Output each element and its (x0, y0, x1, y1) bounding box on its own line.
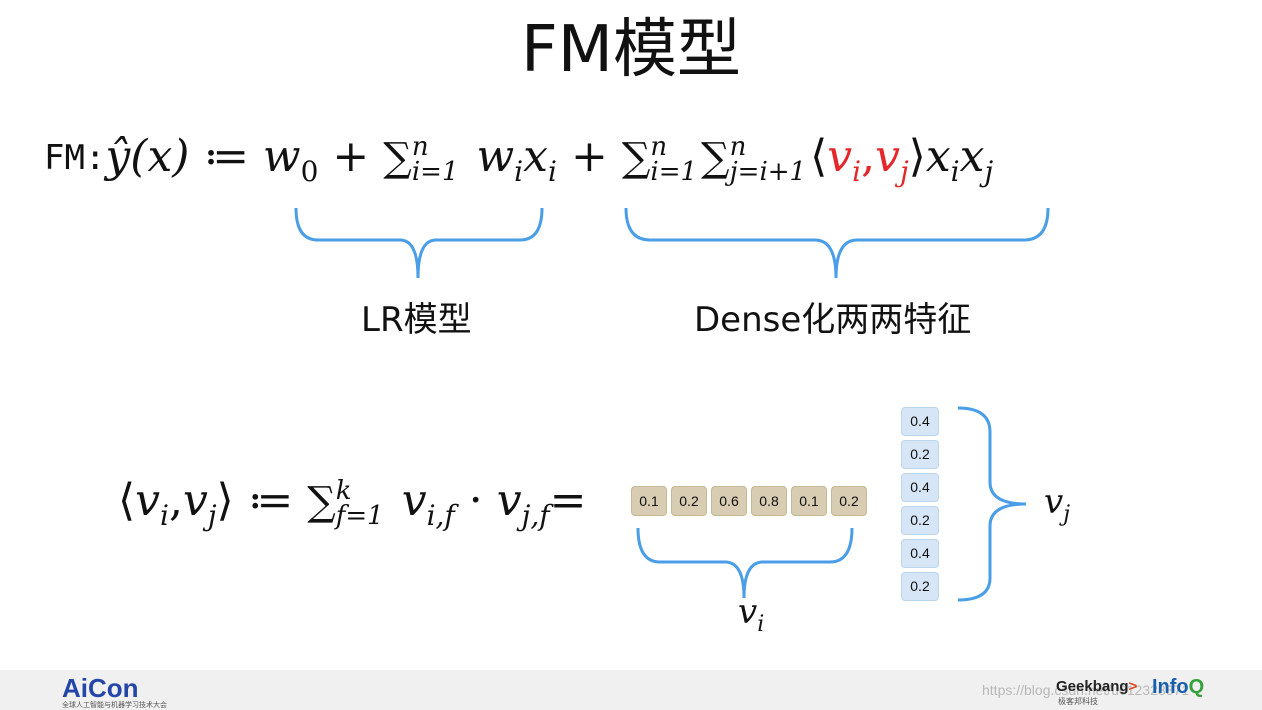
sum-2: ∑ (621, 135, 651, 181)
infoq-logo: InfoQ (1152, 676, 1204, 699)
eq2-assign: ≔ (247, 475, 294, 526)
inner-vi: v (827, 131, 853, 182)
vj-label-base: v (1044, 482, 1064, 522)
wi: w (476, 131, 515, 182)
vj-cell: 0.4 (901, 539, 939, 568)
lr-model-label: LR模型 (361, 300, 472, 340)
eq2-vjf-sub: j,f (521, 499, 550, 532)
geekbang-arrow-icon: > (1128, 678, 1138, 695)
vi-brace (636, 527, 854, 599)
eq2-sum: ∑ (307, 479, 336, 525)
inner-vj: v (875, 131, 900, 182)
eq2-sum-lower: f=1 (335, 500, 384, 531)
eq2-vi: v (135, 475, 161, 526)
geekbang-tagline: 极客邦科技 (1058, 697, 1098, 706)
pair-xi-sub: i (950, 155, 960, 188)
wi-sub: i (514, 155, 524, 188)
eq2-vi-sub: i (160, 499, 169, 532)
pair-xj-sub: j (984, 155, 994, 188)
vj-cell: 0.2 (901, 506, 939, 535)
plus-2: + (570, 131, 608, 182)
aicon-tagline: 全球人工智能与机器学习技术大会 (62, 701, 167, 709)
vi-cell: 0.2 (671, 486, 707, 516)
eq2-sum-upper: k (335, 475, 352, 506)
vj-cell: 0.4 (901, 473, 939, 502)
vj-cell: 0.2 (901, 572, 939, 601)
eq2-langle: ⟨ (118, 475, 136, 526)
inner-langle: ⟨ (810, 131, 828, 182)
eq2-vj: v (183, 475, 208, 526)
sum-3-lower: j=i+1 (729, 156, 807, 187)
footer-bar: AiCon 全球人工智能与机器学习技术大会 https://blog.csdn.… (0, 670, 1262, 710)
geekbang-name: Geekbang (1056, 678, 1129, 695)
vj-label-sub: j (1063, 502, 1071, 527)
inner-comma: , (861, 131, 876, 182)
geekbang-logo: Geekbang> (1056, 678, 1137, 695)
slide-title: FM模型 (520, 13, 742, 87)
vi-cell: 0.2 (831, 486, 867, 516)
fm-lhs: ŷ(x) (105, 131, 190, 182)
inner-vi-sub: i (852, 155, 862, 188)
w0-sub: 0 (300, 155, 319, 188)
xi-term: x (523, 131, 548, 182)
eq2-equals: = (549, 475, 587, 526)
vi-cell: 0.8 (751, 486, 787, 516)
dense-brace (624, 207, 1050, 279)
sum-1-upper: n (411, 131, 429, 162)
sum-3-upper: n (729, 131, 747, 162)
pair-xj: x (959, 131, 985, 182)
vi-label: vi (738, 592, 764, 637)
assign-symbol: ≔ (203, 131, 249, 182)
sum-1: ∑ (383, 135, 412, 181)
inner-rangle: ⟩ (908, 131, 926, 182)
inner-vj-sub: j (899, 155, 909, 188)
sum-2-lower: i=1 (650, 156, 698, 187)
sum-2-upper: n (650, 131, 668, 162)
lr-brace (294, 207, 544, 279)
eq2-vif: v (401, 475, 427, 526)
vi-label-sub: i (757, 612, 765, 637)
eq2-vj-sub: j (207, 499, 217, 532)
vi-vector: 0.1 0.2 0.6 0.8 0.1 0.2 (631, 486, 867, 516)
eq2-vjf: v (496, 475, 522, 526)
vi-cell: 0.1 (791, 486, 827, 516)
eq2-dot: · (468, 475, 483, 526)
infoq-q: Q (1188, 676, 1205, 698)
vi-cell: 0.6 (711, 486, 747, 516)
w0: w (262, 131, 301, 182)
vj-brace (957, 406, 1027, 602)
eq2-rangle: ⟩ (216, 475, 234, 526)
blog-watermark: https://blog.csdn.net/u012328371 (982, 682, 1190, 698)
sum-1-lower: i=1 (411, 156, 459, 187)
eq2-vif-sub: i,f (426, 499, 455, 532)
aicon-logo: AiCon (62, 673, 139, 703)
eq2-comma: , (169, 475, 183, 526)
fm-prefix: FM: (44, 138, 106, 178)
vj-cell: 0.2 (901, 440, 939, 469)
plus-1: + (332, 131, 370, 182)
vj-vector: 0.4 0.2 0.4 0.2 0.4 0.2 (901, 407, 939, 601)
vi-cell: 0.1 (631, 486, 667, 516)
vj-label: vj (1044, 482, 1070, 527)
infoq-main: Info (1152, 676, 1189, 698)
xi-term-sub: i (547, 155, 557, 188)
pair-xi: x (925, 131, 951, 182)
vi-label-base: v (738, 592, 758, 632)
dense-pairwise-label: Dense化两两特征 (694, 300, 972, 340)
vj-cell: 0.4 (901, 407, 939, 436)
sum-3: ∑ (701, 135, 730, 181)
